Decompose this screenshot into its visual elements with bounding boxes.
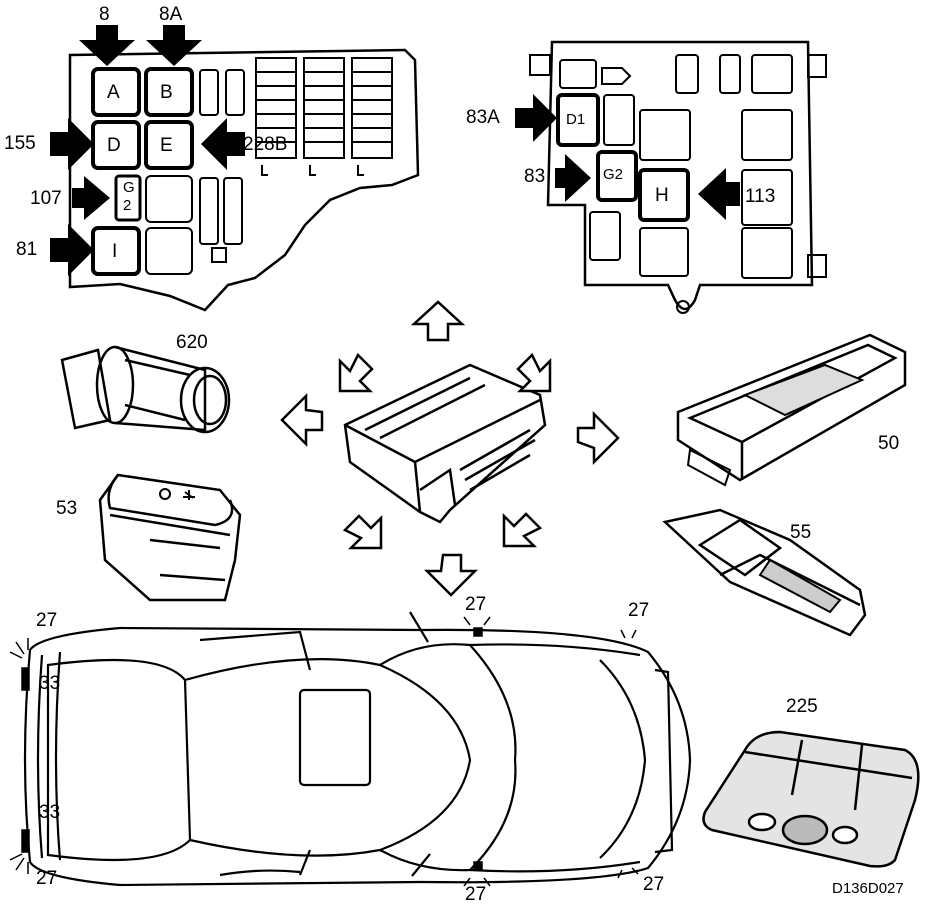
arrow-107 (72, 176, 110, 220)
arrow-81 (50, 224, 94, 276)
label-27-front-right: 27 (628, 600, 650, 621)
label-27-rear-mid: 27 (465, 884, 487, 905)
label-225: 225 (786, 696, 818, 717)
label-33-front: 33 (39, 673, 61, 694)
fuse-box-left (50, 25, 420, 312)
label-81: 81 (16, 239, 38, 260)
relay-label-d1: D1 (566, 111, 586, 128)
relay-label-a: A (107, 82, 120, 103)
fuse-box-right (515, 40, 827, 314)
label-228b: 228B (243, 134, 288, 155)
relay-e (144, 120, 194, 170)
relay-label-h: H (655, 185, 669, 206)
courtesy-light-225 (702, 730, 920, 868)
label-113: 113 (745, 186, 776, 207)
bulb-socket-620 (60, 345, 231, 434)
label-55: 55 (790, 522, 812, 543)
arrow-155 (50, 118, 94, 170)
label-8a: 8A (159, 4, 183, 25)
car-markers (9, 616, 639, 887)
relay-label-d: D (107, 135, 121, 156)
car-top-view (23, 611, 692, 887)
door-contact-55 (662, 508, 867, 637)
arrow-228b (201, 118, 245, 170)
relay-g2-right (596, 150, 638, 202)
label-155: 155 (4, 133, 36, 154)
label-620: 620 (176, 332, 208, 353)
fuse-box-right-outline (546, 40, 814, 311)
window-switch-50 (676, 333, 907, 487)
relay-g2 (114, 174, 142, 222)
relay-label-g2-right: G2 (603, 166, 624, 183)
central-control-module (343, 363, 547, 524)
relay-b (144, 67, 194, 117)
arrow-8a (146, 25, 202, 66)
relay-label-b: B (160, 82, 173, 103)
label-83: 83 (524, 166, 546, 187)
label-107: 107 (30, 188, 62, 209)
arrow-8 (79, 25, 135, 66)
relay-d1 (556, 93, 600, 147)
fuse-box-left-outline (68, 48, 420, 312)
label-83a: 83A (466, 107, 500, 128)
label-53: 53 (56, 498, 78, 519)
label-27-rear-right: 27 (643, 874, 665, 895)
label-27-front-left: 27 (36, 610, 58, 631)
relay-label-e: E (160, 135, 173, 156)
label-50: 50 (878, 433, 900, 454)
label-27-rear-left: 27 (36, 868, 58, 889)
car-body-outline (23, 626, 692, 887)
dimmer-switch-53 (98, 473, 242, 602)
arrow-113 (698, 168, 740, 220)
label-33-rear: 33 (39, 802, 61, 823)
relay-label-i: I (112, 241, 118, 262)
diagram-code: D136D027 (832, 880, 904, 897)
label-27-front-mid: 27 (465, 594, 487, 615)
fuse-rows (255, 57, 393, 176)
relay-a (91, 67, 141, 117)
arrow-83 (555, 154, 591, 202)
direction-arrows (280, 300, 620, 597)
relay-h (638, 168, 690, 222)
arrow-83a (515, 94, 557, 142)
label-8: 8 (99, 4, 110, 25)
relay-label-g2: G 2 (123, 179, 135, 214)
